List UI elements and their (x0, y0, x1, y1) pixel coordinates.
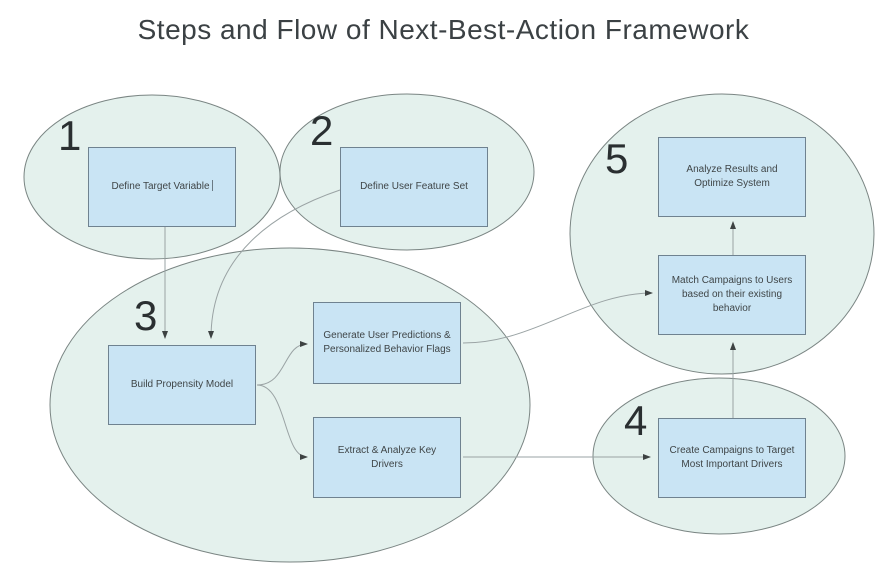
node-create-campaigns-target-drivers[interactable]: Create Campaigns to Target Most Importan… (658, 418, 806, 498)
node-match-campaigns-to-users[interactable]: Match Campaigns to Users based on their … (658, 255, 806, 335)
step-number-5: 5 (605, 135, 629, 182)
diagram-title: Steps and Flow of Next-Best-Action Frame… (137, 14, 750, 45)
node-define-user-feature-set[interactable]: Define User Feature Set (340, 147, 488, 227)
step-number-4: 4 (624, 397, 648, 444)
text-caret (211, 180, 213, 191)
edge-build-model-to-extract-drivers (256, 384, 308, 460)
step-number-2: 2 (310, 107, 334, 154)
node-label: Create Campaigns to Target Most Importan… (669, 445, 795, 470)
node-label: Define Target Variable (111, 181, 210, 192)
edge-generate-predictions-to-match-campaigns (462, 290, 653, 344)
node-label: Generate User Predictions & Personalized… (323, 330, 451, 355)
node-define-target-variable[interactable]: Define Target Variable (88, 147, 236, 227)
node-extract-analyze-key-drivers[interactable]: Extract & Analyze Key Drivers (313, 417, 461, 498)
step-number-3: 3 (134, 292, 158, 339)
node-label: Extract & Analyze Key Drivers (337, 444, 437, 470)
step-number-1: 1 (58, 112, 82, 159)
edge-build-model-to-generate-predictions (256, 341, 308, 386)
node-label: Define User Feature Set (360, 181, 468, 192)
node-label: Analyze Results and Optimize System (686, 164, 778, 189)
node-analyze-results-optimize-system[interactable]: Analyze Results and Optimize System (658, 137, 806, 217)
node-label: Build Propensity Model (130, 379, 234, 390)
node-label: Match Campaigns to Users based on their … (671, 275, 793, 314)
node-build-propensity-model[interactable]: Build Propensity Model (108, 345, 256, 425)
edge-define-features-to-build-model (208, 189, 341, 339)
node-generate-user-predictions[interactable]: Generate User Predictions & Personalized… (313, 302, 461, 384)
